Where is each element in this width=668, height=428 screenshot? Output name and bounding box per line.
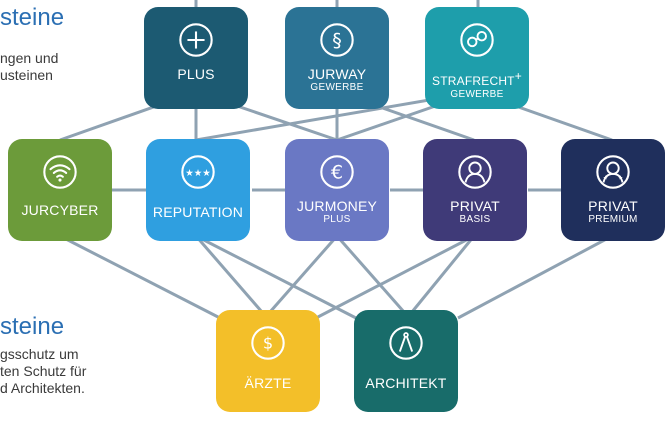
tile-reputation-label: REPUTATION xyxy=(152,204,244,220)
tile-jurmoney-sublabel: PLUS xyxy=(323,214,351,225)
tile-jurmoney[interactable]: € JURMONEY PLUS xyxy=(285,139,389,241)
tile-strafrecht-sublabel: GEWERBE xyxy=(450,89,504,100)
top-section-text-line-2: usteinen xyxy=(0,67,53,83)
medical-dollar-icon: $ xyxy=(251,326,285,360)
tile-jurmoney-label: JURMONEY xyxy=(296,198,378,214)
tile-architekt[interactable]: ARCHITEKT xyxy=(354,310,458,412)
connector-line xyxy=(335,235,406,313)
stars-icon: ★★★ xyxy=(181,155,215,189)
bottom-section-text-line-2: ten Schutz für xyxy=(0,363,87,379)
tile-privat-premium[interactable]: ★ ★ PRIVAT PREMIUM xyxy=(561,139,665,241)
tile-strafrecht-label-text: STRAFRECHT xyxy=(432,74,515,88)
tile-aerzte[interactable]: $ ÄRZTE xyxy=(216,310,320,412)
tile-privat-basis[interactable]: PRIVAT BASIS xyxy=(423,139,527,241)
tile-plus-label: PLUS xyxy=(177,66,215,82)
person-icon xyxy=(458,155,492,189)
tile-aerzte-label: ÄRZTE xyxy=(244,375,292,391)
tile-jurcyber-label: JURCYBER xyxy=(21,202,99,218)
svg-text:★: ★ xyxy=(618,175,623,182)
connector-line xyxy=(315,234,475,320)
euro-icon: € xyxy=(320,155,354,189)
svg-text:★: ★ xyxy=(603,175,608,182)
tile-privat-premium-label: PRIVAT xyxy=(588,198,638,214)
tile-strafrecht[interactable]: STRAFRECHT+ GEWERBE xyxy=(425,7,529,109)
wifi-icon xyxy=(43,155,77,189)
connector-line xyxy=(194,235,264,313)
connector-line xyxy=(195,234,357,320)
premium-person-icon: ★ ★ xyxy=(596,155,630,189)
svg-text:$: $ xyxy=(263,334,273,353)
svg-text:★★★: ★★★ xyxy=(185,168,211,179)
tile-jurcyber[interactable]: JURCYBER xyxy=(8,139,112,241)
svg-text:€: € xyxy=(331,162,343,184)
handcuffs-icon xyxy=(460,23,494,57)
bottom-section-heading: steine xyxy=(0,313,65,340)
svg-text:§: § xyxy=(332,30,342,52)
top-section-heading: steine xyxy=(0,4,65,31)
plus-circle-icon xyxy=(179,23,213,57)
tile-privat-basis-label: PRIVAT xyxy=(450,198,500,214)
tile-strafrecht-plus-mark: + xyxy=(514,69,522,83)
tile-jurway-sublabel: GEWERBE xyxy=(310,82,364,93)
connector-line xyxy=(59,234,221,320)
tile-privat-premium-sublabel: PREMIUM xyxy=(588,214,638,225)
bottom-section-text-line-1: gsschutz um xyxy=(0,346,79,362)
connector-line xyxy=(410,235,476,313)
tile-jurway-label: JURWAY xyxy=(307,66,367,82)
connector-line xyxy=(457,234,613,320)
tile-reputation[interactable]: ★★★ REPUTATION xyxy=(146,139,250,241)
top-section-text-line-1: ngen und xyxy=(0,50,59,66)
tile-strafrecht-label: STRAFRECHT+ xyxy=(432,69,522,89)
paragraph-icon: § xyxy=(320,23,354,57)
compass-icon xyxy=(389,326,423,360)
tile-jurway[interactable]: § JURWAY GEWERBE xyxy=(285,7,389,109)
tile-architekt-label: ARCHITEKT xyxy=(365,375,447,391)
tile-privat-basis-sublabel: BASIS xyxy=(459,214,491,225)
bottom-section-text-line-3: d Architekten. xyxy=(0,380,85,396)
connector-line xyxy=(268,235,339,313)
tile-plus[interactable]: PLUS xyxy=(144,7,248,109)
